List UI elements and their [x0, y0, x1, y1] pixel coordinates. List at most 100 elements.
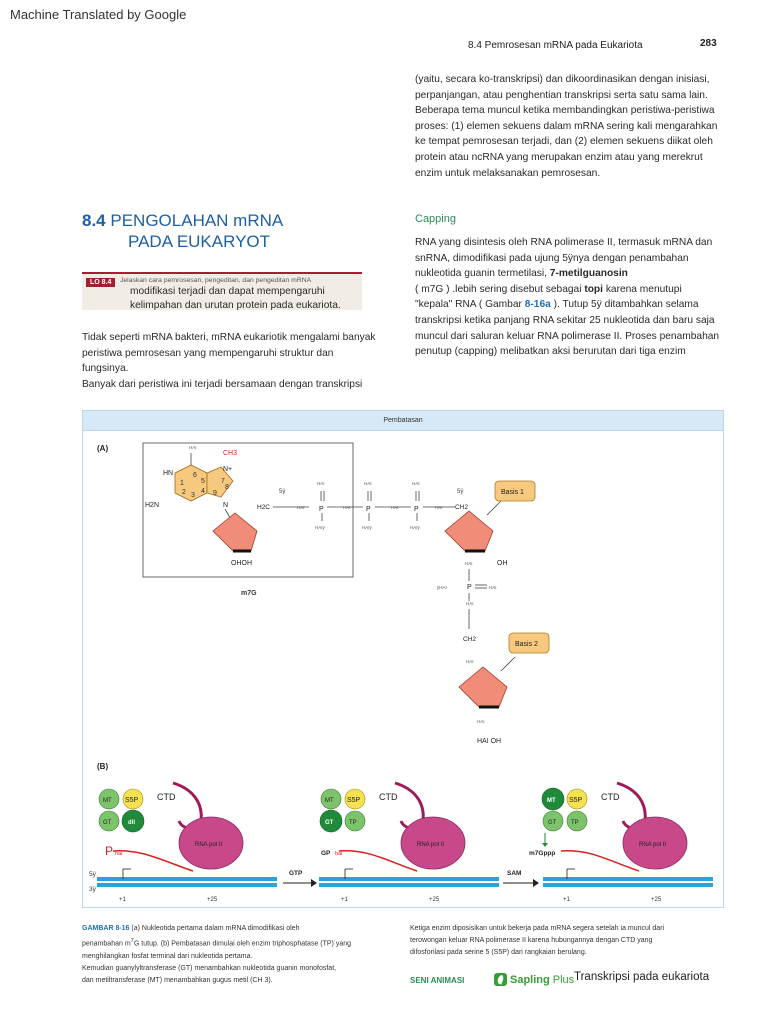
plus25-label: +25	[429, 897, 440, 903]
lo-main-text: modifikasi terjadi dan dapat mempengaruh…	[130, 285, 360, 313]
text-line: ( m7G ) .lebih sering disebut sebagai to…	[415, 282, 735, 298]
mt-enzyme	[320, 788, 342, 810]
s5p-marker	[566, 788, 588, 810]
text-span: penambahan m	[82, 940, 131, 948]
five-end-label: 5ÿ	[89, 871, 97, 878]
learning-objective-box: LO 8.4 Jelaskan cara pemrosesan, pengedi…	[82, 272, 362, 313]
text-span: nukleotida guanin termetilasi,	[415, 268, 550, 280]
text-line: peristiwa pemrosesan yang mempengaruhi s…	[82, 347, 334, 375]
panel-b-label: (B)	[97, 762, 108, 771]
nucleotide1-sugar	[444, 510, 494, 552]
tp-enzyme	[566, 810, 588, 832]
text-line: modifikasi terjadi dan dapat mempengaruh…	[130, 286, 325, 297]
ring-num: 8	[225, 484, 229, 491]
stage-1: RNA pol II MT S5P GT dll CTD P hai +1 +2…	[98, 781, 244, 903]
lo-overlay-text: Jelaskan cara pemrosesan, pengeditan, da…	[120, 277, 312, 284]
tp-label: TP	[349, 820, 357, 826]
rna-pol-label: RNA pol II	[195, 842, 222, 848]
hai-oh-label: HAI OH	[477, 738, 501, 745]
ring-num: 6	[193, 472, 197, 479]
s5p-label: S5P	[125, 797, 139, 804]
ring-num: 3	[191, 492, 195, 499]
hai-label: hai	[335, 851, 342, 857]
m7g-sugar	[212, 512, 258, 552]
oh-label: OH	[497, 560, 508, 567]
gt-label: GT	[103, 820, 112, 826]
s5p-label: S5P	[347, 797, 361, 804]
plus25-label: +25	[207, 897, 218, 903]
text-line: RNA yang disintesis oleh RNA polimerase …	[415, 237, 713, 248]
mt-enzyme	[98, 788, 120, 810]
text-line: perpanjangan, atau penghentian transkrip…	[415, 89, 708, 101]
page-number: 283	[700, 38, 717, 49]
mt-label: MT	[325, 798, 334, 804]
text-line: (yaitu, secara ko-transkripsi) dan dikoo…	[415, 74, 710, 85]
gt-enzyme	[98, 810, 120, 832]
figure-link[interactable]: 8-16a	[524, 299, 551, 311]
gt-label: GT	[325, 820, 334, 826]
text-line: penutup (capping) melibatkan aksi beruru…	[415, 346, 686, 358]
o-label: HAI	[435, 505, 443, 510]
gt-enzyme	[319, 809, 343, 833]
gt-label: GT	[548, 820, 557, 826]
plus1-label: +1	[341, 897, 349, 903]
rna-pol-label: RNA pol II	[639, 842, 666, 848]
text-line: proses: (1) elemen sekuens dalam mRNA se…	[415, 120, 718, 132]
sapling-leaf-icon	[494, 973, 507, 986]
art-animation-label: SENI ANIMASI	[410, 976, 465, 985]
text-line: nukleotida guanin termetilasi, 7-metilgu…	[415, 266, 735, 282]
text-line: Banyak dari peristiwa ini terjadi bersam…	[82, 378, 363, 390]
text-line: penambahan m7G tutup. (b) Pembatasan dim…	[82, 935, 392, 951]
o-label: HAI	[466, 659, 474, 664]
ring-num: 2	[182, 489, 186, 496]
m7g-label: m7G	[241, 590, 257, 597]
figure-header: Pembatasan	[83, 411, 723, 431]
m7gppp-label: m7Gppp	[529, 850, 555, 857]
gp-label: GP	[321, 850, 331, 857]
o-label: HAI	[412, 481, 420, 486]
triphosphate-bridge	[273, 491, 455, 521]
ctd-label: CTD	[601, 792, 620, 802]
paragraph-top: (yaitu, secara ko-transkripsi) dan dikoo…	[415, 72, 735, 181]
paragraph-capping: RNA yang disintesis oleh RNA polimerase …	[415, 235, 735, 360]
ring-num: 1	[180, 480, 184, 487]
plus1-label: +1	[119, 897, 127, 903]
phosphate-p: P	[366, 506, 371, 513]
phosphate-p: P	[319, 506, 324, 513]
five-prime: 5ÿ	[279, 489, 285, 495]
section-title: 8.4 PENGOLAHAN mRNA PADA EUKARYOT	[82, 210, 283, 252]
basis2-box	[508, 632, 550, 654]
o-label: HAI	[466, 601, 474, 606]
text-span: ( m7G ) .lebih sering disebut sebagai	[415, 283, 585, 295]
mt-enzyme	[541, 787, 565, 811]
figure-8-16: Pembatasan (A) 6 5 7 1 4 8 2 3 9 HAI CH3…	[82, 410, 724, 908]
rna-pol-ii	[178, 816, 244, 870]
phosphate-p: P	[414, 506, 419, 513]
mt-label: MT	[103, 798, 112, 804]
h2c-label: H2C	[257, 504, 270, 511]
text-line: ke tempat pemrosesan terjadi, dan (2) el…	[415, 136, 713, 148]
basis1-label: Basis 1	[501, 489, 524, 496]
stage-3: RNA pol II MT S5P GT TP CTD m7Gppp +1 +2…	[529, 781, 688, 903]
basis2-label: Basis 2	[515, 641, 538, 648]
plus25-label: +25	[651, 897, 662, 903]
rna-pol-label: RNA pol II	[417, 842, 444, 848]
text-span: ). Tutup 5ÿ ditambahkan selama	[550, 299, 699, 311]
h2n-label: H2N	[145, 502, 159, 509]
dll-label: dll	[128, 820, 135, 826]
text-line: Tidak seperti mRNA bakteri, mRNA eukario…	[82, 332, 376, 343]
m7g-box	[142, 442, 354, 578]
paragraph-left: Tidak seperti mRNA bakteri, mRNA eukario…	[82, 330, 382, 392]
text-line: enzim untuk melaksanakan pemrosesan.	[415, 167, 601, 179]
text-line: muncul dari saluran keluar RNA polimeras…	[415, 330, 720, 342]
nascent-rna	[112, 850, 194, 872]
running-head: 8.4 Pemrosesan mRNA pada Eukariota	[468, 40, 643, 51]
figure-caption-continued: Ketiga enzim diposisikan untuk bekerja p…	[410, 923, 720, 960]
o-minus-label: HAIÿ	[410, 525, 421, 530]
text-line: Kemudian guanylyltransferase (GT) menamb…	[82, 964, 337, 972]
capping-heading: Capping	[415, 213, 456, 225]
text-line: menghilangkan fosfat terminal dari nukle…	[82, 952, 253, 960]
animation-link[interactable]: Transkripsi pada eukariota	[574, 971, 710, 983]
rna-pol-ii	[622, 816, 688, 870]
